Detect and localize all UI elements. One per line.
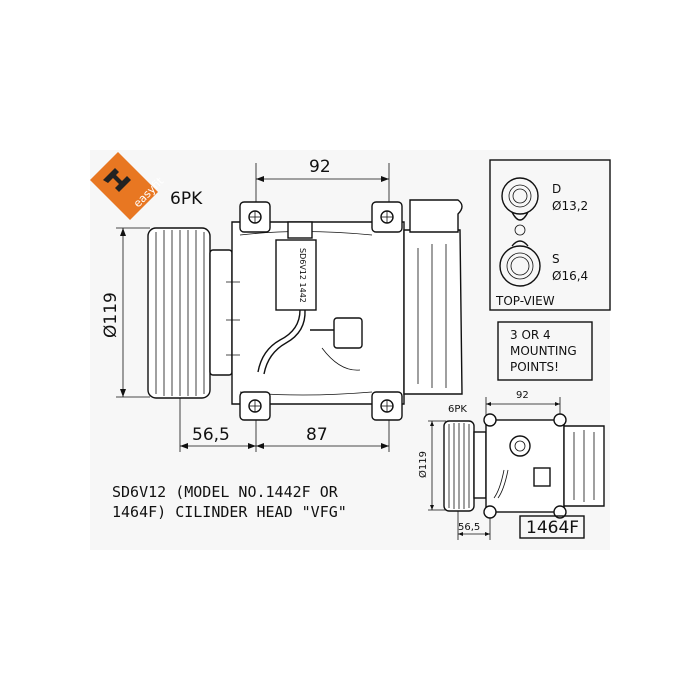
belt-label: 6PK — [170, 189, 203, 209]
dim-body-label: 87 — [306, 425, 328, 445]
note-line-1: 3 OR 4 — [510, 328, 551, 342]
port-d-size: Ø13,2 — [552, 199, 588, 213]
port-d-outer — [501, 177, 539, 215]
port-s-outer — [499, 245, 541, 287]
compressor-body — [231, 221, 405, 405]
rear-head — [403, 229, 463, 395]
top-view-frame — [489, 159, 611, 311]
small-dim-offset: 56,5 — [458, 522, 480, 533]
model-label: 1464F — [526, 518, 579, 538]
note-frame — [497, 321, 593, 381]
small-compressor-view: 6PK 92 Ø119 56, — [417, 390, 605, 540]
plate-text: SD6V12 1442 — [298, 248, 307, 303]
dim-diameter-label: Ø119 — [101, 292, 121, 338]
top-view-label: TOP-VIEW — [495, 294, 555, 308]
note-line-3: POINTS! — [510, 360, 559, 374]
caption-line-1: SD6V12 (MODEL NO.1442F OR — [112, 483, 339, 501]
small-body — [485, 419, 565, 513]
mounting-note: 3 OR 4 MOUNTING POINTS! — [497, 321, 593, 381]
rear-port — [409, 199, 463, 233]
dim-width-label: 92 — [309, 157, 331, 177]
small-dim-diameter: Ø119 — [417, 451, 429, 478]
clutch-hub — [209, 249, 233, 376]
port-d-letter: D — [552, 182, 561, 196]
wrench-icon — [103, 168, 131, 192]
small-belt-label: 6PK — [448, 404, 467, 415]
dim-pulley-offset-label: 56,5 — [192, 425, 230, 445]
label-plate — [275, 239, 317, 311]
caption-line-2: 1464F) CILINDER HEAD "VFG" — [112, 503, 347, 521]
small-port — [509, 435, 531, 457]
small-clutch — [473, 431, 487, 499]
small-connector — [533, 467, 551, 487]
connector — [333, 317, 363, 349]
main-compressor-view: 6PK 92 Ø119 — [101, 157, 463, 452]
port-s-letter: S — [552, 252, 560, 266]
port-s-size: Ø16,4 — [552, 269, 588, 283]
model-label-frame — [519, 515, 585, 539]
pulley — [147, 227, 211, 399]
top-fitting — [287, 221, 313, 239]
note-line-2: MOUNTING — [510, 344, 577, 358]
small-dim-width: 92 — [516, 390, 529, 401]
top-view-panel: D Ø13,2 S Ø16,4 TOP-VIEW — [489, 159, 611, 311]
